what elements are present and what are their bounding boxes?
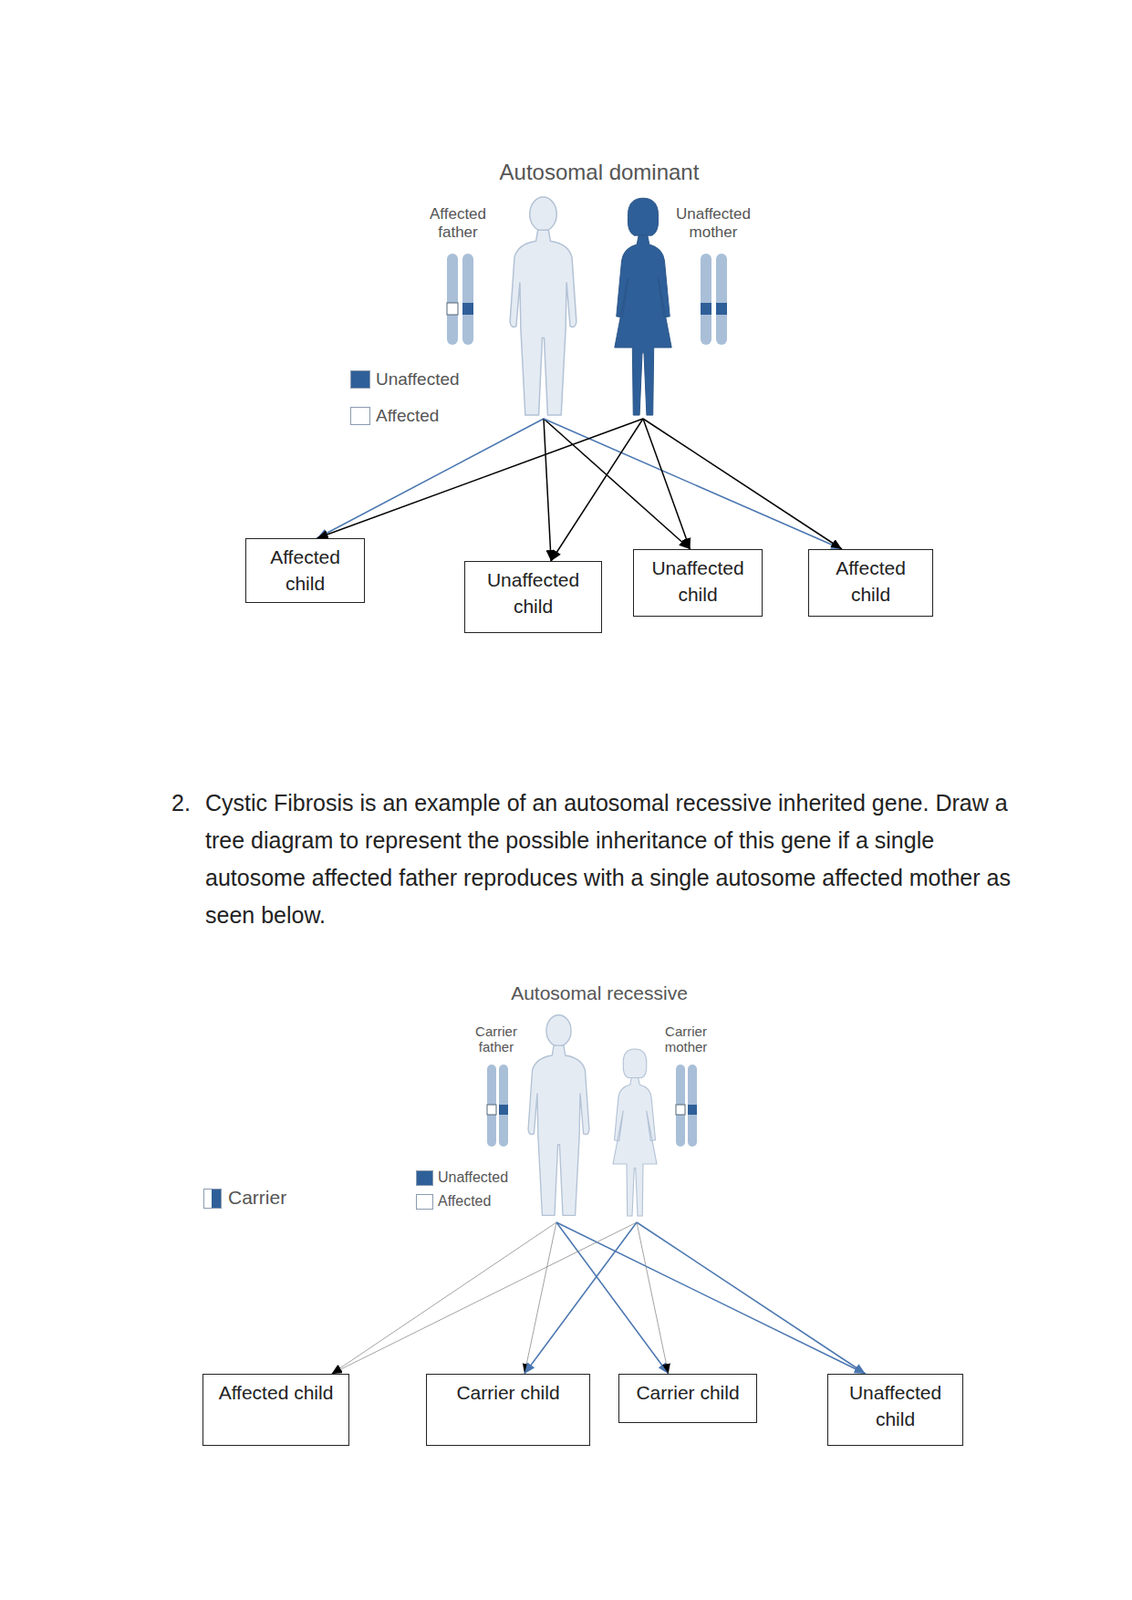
inheritance-arrow [636, 1222, 866, 1374]
chromosome-pair [446, 253, 474, 345]
child-box: Carrier child [618, 1373, 758, 1423]
box-label: Carrier child [624, 1379, 751, 1406]
mother-figure [612, 1048, 657, 1216]
father-figure-half [558, 1015, 590, 1216]
chromosome-pair [675, 1064, 697, 1147]
legend-swatch [415, 1170, 434, 1186]
parent-figure: Carrier father [469, 1010, 596, 1223]
child-box: Affected child [808, 549, 934, 617]
legend-text: Affected [437, 1192, 491, 1211]
box-label: Affected child [814, 554, 927, 609]
figure-label: Affected father [421, 205, 495, 241]
child-box: Unaffected child [633, 549, 763, 617]
chromosome [716, 253, 727, 345]
diagram-title: Autosomal dominant [416, 158, 782, 187]
inheritance-arrow [332, 1222, 637, 1374]
inheritance-arrow [524, 1222, 557, 1374]
chromosome-pair [487, 1064, 509, 1147]
gene-band [446, 302, 458, 315]
legend-text: Carrier [228, 1185, 287, 1210]
box-label: Affected child [208, 1379, 343, 1406]
chromosome [687, 1064, 697, 1147]
box-label: Unaffected child [833, 1379, 957, 1434]
child-box: Unaffected child [827, 1373, 964, 1446]
box-label: Unaffected child [639, 554, 757, 609]
gene-band [462, 302, 474, 315]
figure-label: Unaffected mother [665, 205, 761, 241]
figure-label: Carrier father [469, 1023, 523, 1056]
inheritance-arrow [543, 418, 690, 550]
inheritance-arrow [317, 418, 544, 539]
father-figure [528, 1015, 590, 1216]
chromosome [487, 1064, 497, 1147]
father-figure [509, 197, 577, 416]
inheritance-arrow [317, 418, 644, 539]
legend-text: Unaffected [375, 368, 460, 391]
child-box: Affected child [245, 538, 365, 603]
box-label: Carrier child [432, 1379, 584, 1406]
legend-swatch [415, 1194, 434, 1210]
gene-band [675, 1104, 686, 1115]
gene-band [687, 1104, 697, 1115]
mother-figure-half [634, 1048, 657, 1216]
legend-swatch [350, 370, 371, 389]
inheritance-arrow [556, 1222, 866, 1374]
parent-figure: Unaffected mother [602, 194, 762, 419]
box-label: Unaffected child [470, 566, 596, 621]
inheritance-arrow [543, 418, 551, 561]
box-label: Affected child [251, 543, 359, 598]
gene-band [487, 1104, 497, 1115]
inheritance-arrow [643, 418, 842, 550]
legend-text: Affected [375, 405, 439, 427]
inheritance-arrow [332, 1222, 557, 1374]
inheritance-arrow [556, 1222, 669, 1374]
chromosome [700, 253, 712, 345]
legend-text: Unaffected [437, 1168, 509, 1187]
diagram-title: Autosomal recessive [416, 981, 782, 1006]
child-box: Unaffected child [464, 560, 603, 634]
mother-figure [614, 197, 672, 416]
inheritance-arrow [524, 1222, 637, 1374]
child-box: Carrier child [425, 1373, 591, 1446]
inheritance-arrow [643, 418, 690, 550]
chromosome [446, 253, 458, 345]
legend-swatch [203, 1188, 222, 1209]
chromosome-pair [700, 253, 727, 345]
chromosome [498, 1064, 509, 1147]
inheritance-arrow [636, 1222, 669, 1374]
figure-label: Carrier mother [660, 1023, 712, 1056]
gene-band [716, 302, 727, 315]
child-box: Affected child [202, 1373, 350, 1446]
list-number: 2. [171, 784, 205, 822]
chromosome [462, 253, 474, 345]
legend-swatch [350, 406, 371, 426]
gene-band [498, 1104, 509, 1115]
question-text: Cystic Fibrosis is an example of an auto… [205, 784, 1027, 935]
parent-figure: Affected father [421, 194, 591, 419]
chromosome [675, 1064, 686, 1147]
gene-band [700, 302, 712, 315]
inheritance-arrow [550, 418, 644, 561]
parent-figure: Carrier mother [603, 1010, 710, 1223]
